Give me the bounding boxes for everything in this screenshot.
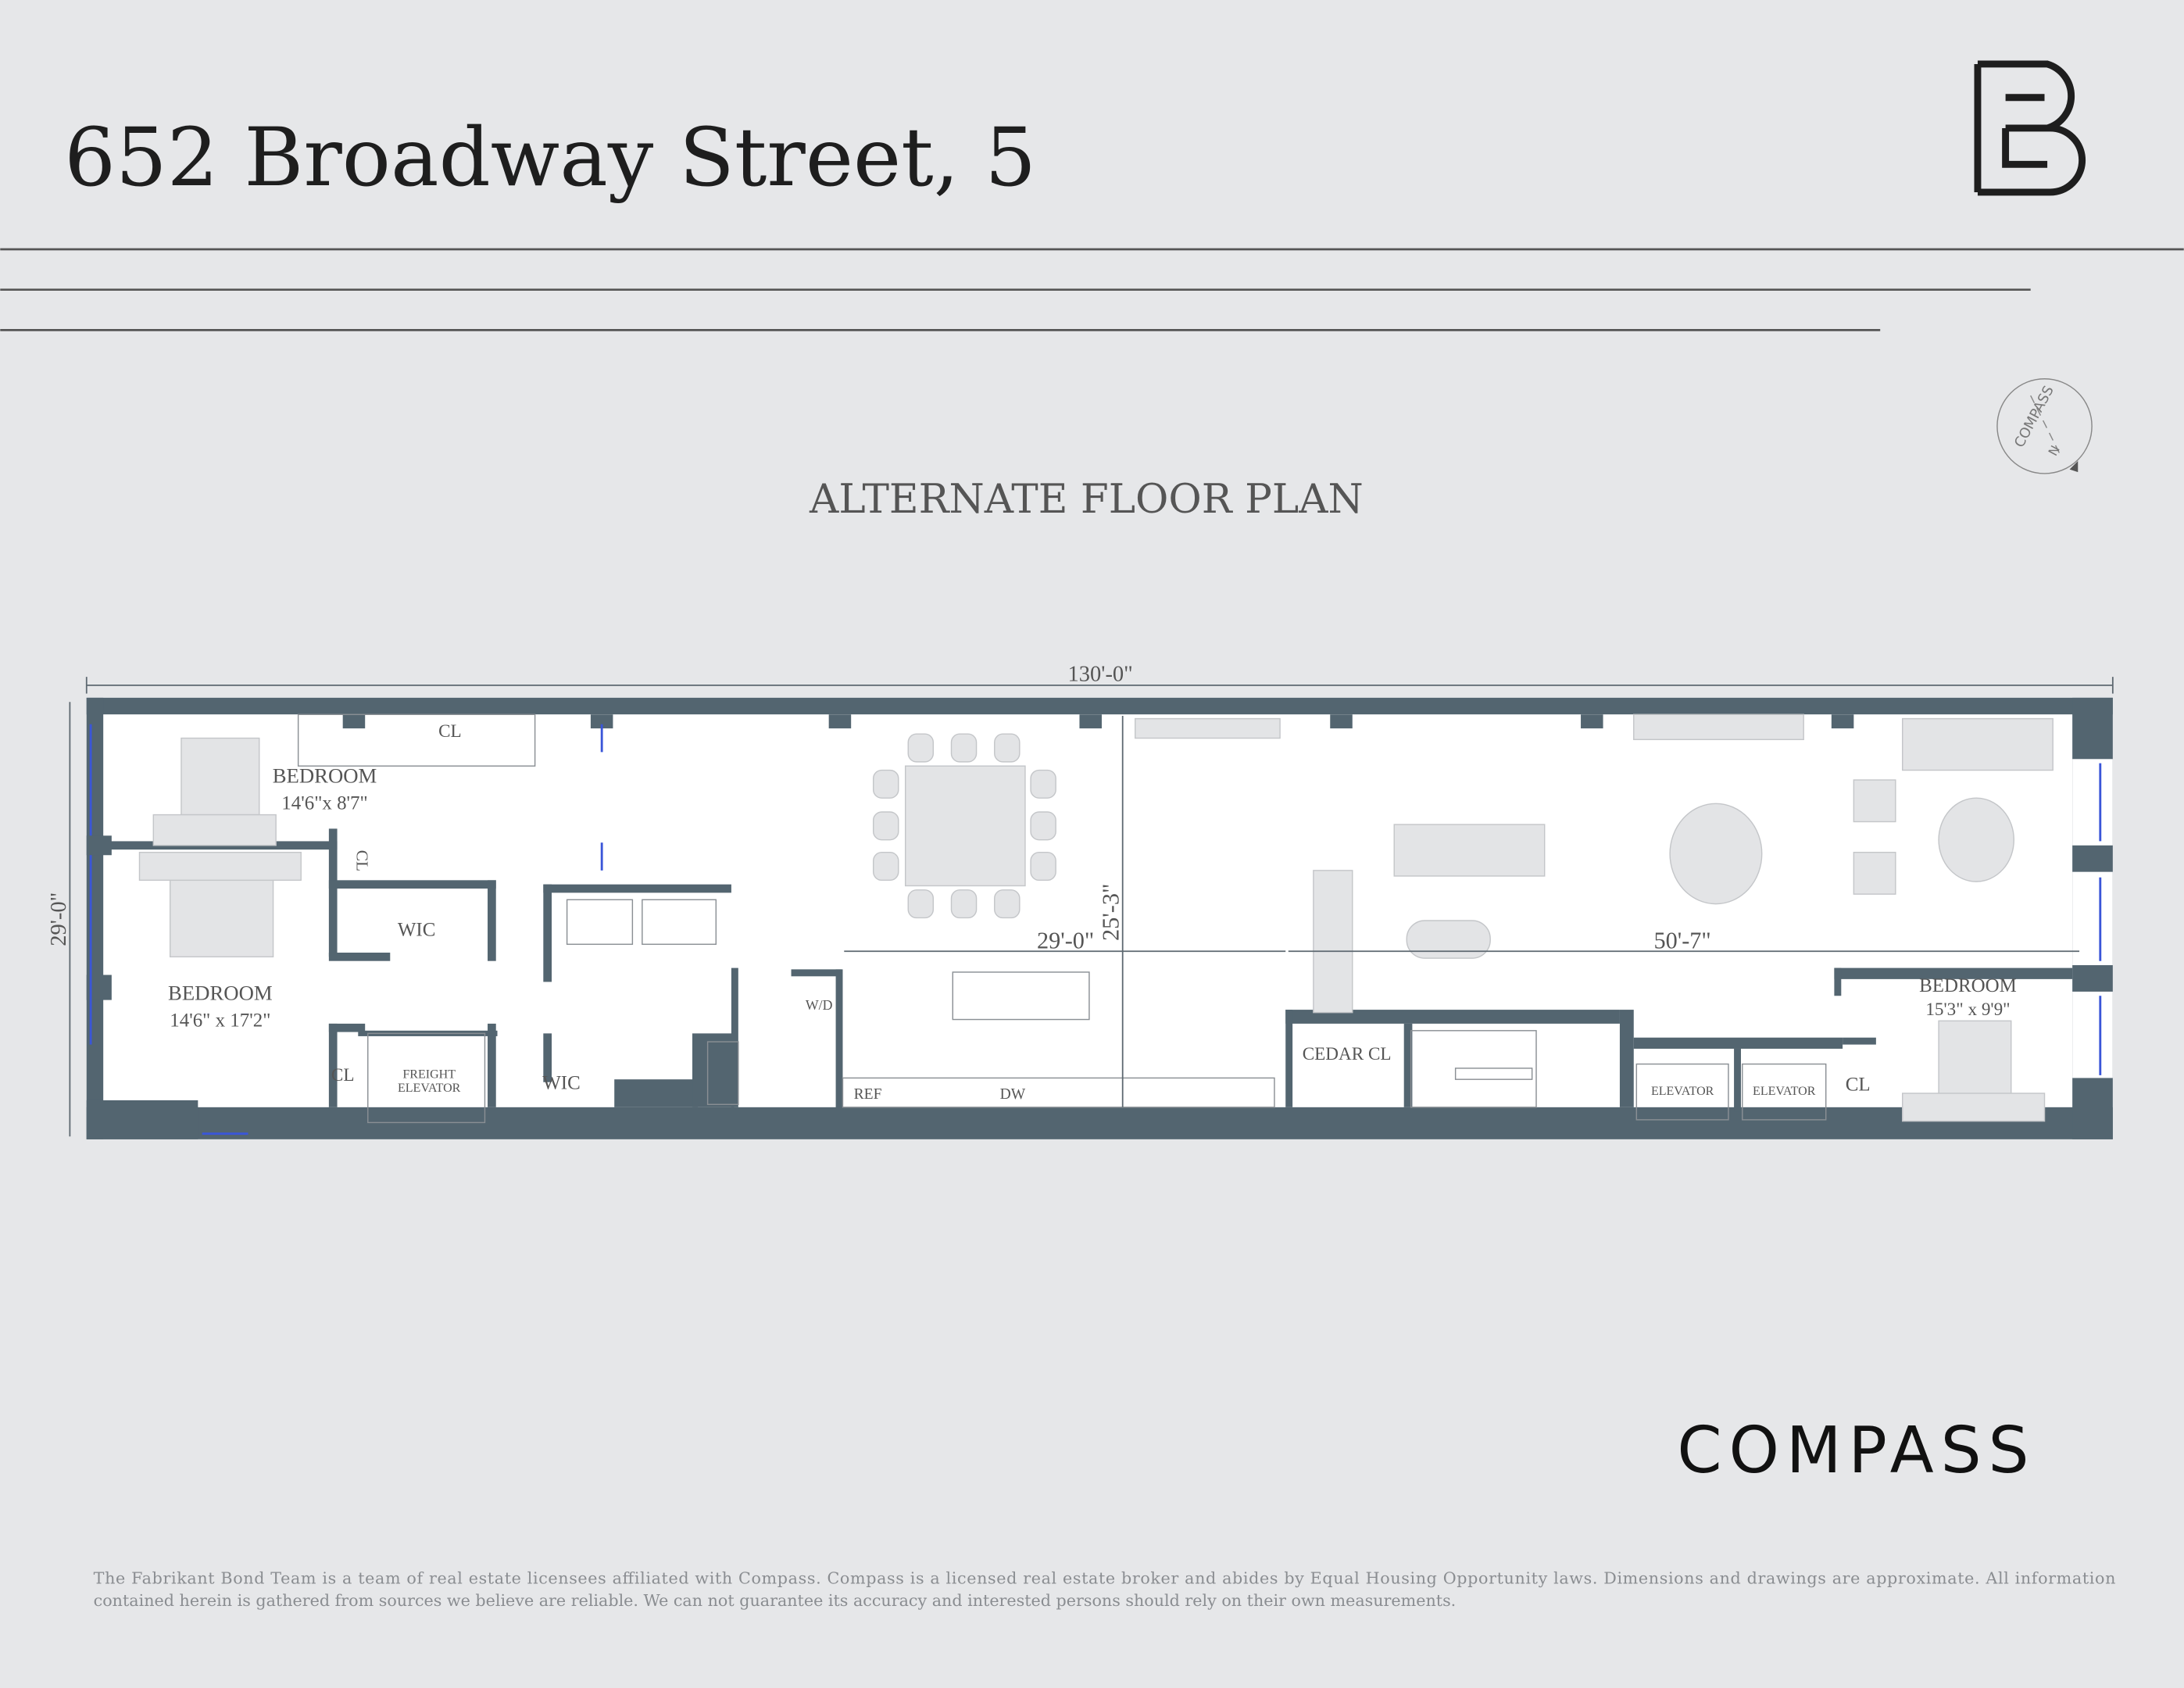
svg-text:W/D: W/D: [806, 997, 833, 1013]
bedroom-1-size: 14'6"x 8'7": [281, 792, 367, 814]
overall-depth-dimension: 29'-0": [47, 702, 71, 1137]
svg-text:130'-0": 130'-0": [1068, 662, 1133, 686]
bedroom-2-label: BEDROOM: [168, 982, 273, 1005]
svg-text:REF: REF: [854, 1086, 882, 1103]
svg-text:CL: CL: [438, 721, 462, 742]
plan-title: ALTERNATE FLOOR PLAN: [809, 476, 1364, 523]
disclaimer-line-2: contained herein is gathered from source…: [94, 1591, 1457, 1610]
living-depth-dimension: 25'-3": [1097, 716, 1124, 1107]
bedroom-3-size: 15'3" x 9'9": [1925, 1000, 2010, 1020]
furniture: [138, 713, 2054, 1124]
living-width-dimension: 50'-7": [1288, 928, 2080, 954]
svg-text:ELEVATOR: ELEVATOR: [1651, 1085, 1714, 1098]
bedroom-2-size: 14'6" x 17'2": [170, 1010, 270, 1031]
compass-rose-icon: COMPASS N: [1996, 378, 2093, 474]
svg-text:CL: CL: [1846, 1074, 1871, 1095]
page-title: 652 Broadway Street, 5: [64, 111, 1036, 205]
plan-walls: [86, 697, 2113, 1139]
svg-text:29'-0": 29'-0": [47, 892, 71, 946]
svg-text:DW: DW: [1000, 1086, 1026, 1103]
svg-text:ELEVATOR: ELEVATOR: [1753, 1085, 1816, 1098]
room-labels: BEDROOM 14'6"x 8'7" BEDROOM 14'6" x 17'2…: [168, 721, 2017, 1103]
compass-logo: COMPASS: [1677, 1414, 2036, 1488]
svg-text:N: N: [2046, 443, 2063, 459]
svg-text:50'-7": 50'-7": [1653, 928, 1710, 954]
svg-text:COMPASS: COMPASS: [2011, 383, 2057, 450]
overall-width-dimension: 130'-0": [85, 662, 2114, 694]
svg-text:CL: CL: [353, 850, 372, 871]
svg-text:ELEVATOR: ELEVATOR: [398, 1082, 461, 1095]
svg-text:25'-3": 25'-3": [1097, 884, 1124, 941]
svg-text:29'-0": 29'-0": [1037, 928, 1094, 954]
fb-logo: [1974, 60, 2086, 196]
svg-text:CEDAR CL: CEDAR CL: [1303, 1044, 1392, 1064]
disclaimer-line-1: The Fabrikant Bond Team is a team of rea…: [94, 1568, 2116, 1587]
bedroom-3-label: BEDROOM: [1919, 975, 2017, 996]
windows: [89, 724, 2102, 1135]
svg-text:CL: CL: [331, 1065, 355, 1085]
dining-width-dimension: 29'-0": [844, 928, 1286, 954]
svg-text:WIC: WIC: [542, 1073, 580, 1094]
svg-text:FREIGHT: FREIGHT: [402, 1068, 456, 1081]
bedroom-1-label: BEDROOM: [273, 764, 377, 788]
svg-text:WIC: WIC: [398, 920, 435, 941]
